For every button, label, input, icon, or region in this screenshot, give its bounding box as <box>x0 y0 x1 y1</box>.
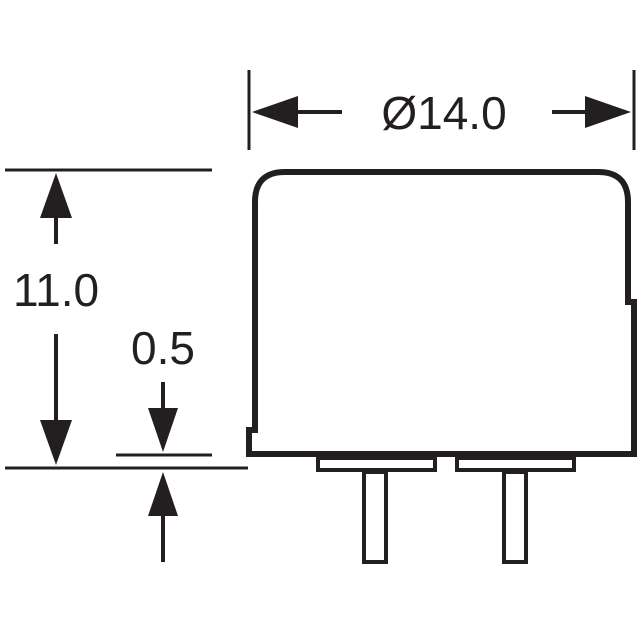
diameter-label: Ø14.0 <box>381 87 506 139</box>
base-plate-right <box>455 456 576 472</box>
component-terminals <box>316 456 576 564</box>
height-label: 11.0 <box>13 264 99 316</box>
terminal-pin-left <box>362 470 388 564</box>
standoff-arrowhead-top <box>148 408 178 452</box>
terminal-pin-right <box>502 470 528 564</box>
height-dimension: 11.0 <box>5 168 248 470</box>
standoff-label: 0.5 <box>131 322 195 374</box>
diameter-arrowhead-left <box>252 96 298 128</box>
standoff-dimension: 0.5 <box>116 322 212 562</box>
diameter-dimension: Ø14.0 <box>247 70 636 150</box>
capacitor-can-outline <box>246 169 637 457</box>
diameter-arrowhead-right <box>585 96 631 128</box>
component-body <box>246 169 637 457</box>
height-arrowhead-bottom <box>40 420 72 465</box>
base-plate-left <box>316 456 437 472</box>
standoff-arrowhead-bottom <box>148 472 178 516</box>
height-arrowhead-top <box>40 173 72 218</box>
